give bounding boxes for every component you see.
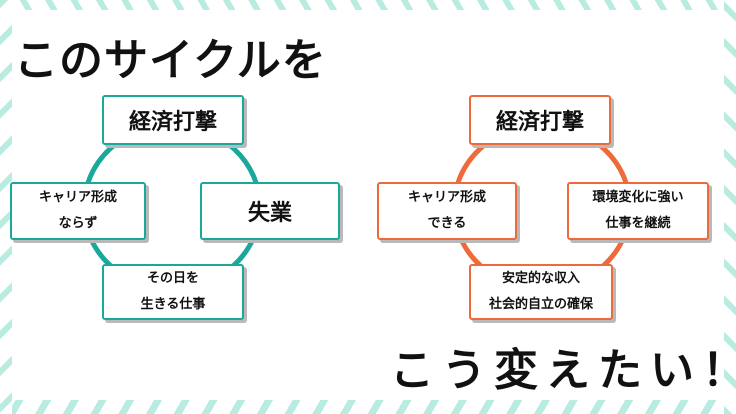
right-cycle-right-line-2: 仕事を継続 (605, 216, 671, 231)
right-cycle-left-line-2: できる (427, 216, 467, 231)
right-cycle-top-label: 経済打撃 (495, 110, 584, 135)
left-cycle-right-label: 失業 (247, 201, 292, 226)
right-cycle-bottom-line-2: 社会的自立の確保 (488, 297, 593, 312)
right-stripe-decoration (724, 0, 736, 414)
left-cycle-bottom-line-1: その日を (146, 271, 199, 286)
right-cycle-top-node: 経済打撃 (469, 95, 611, 145)
left-cycle-bottom-line-2: 生きる仕事 (140, 297, 206, 312)
top-stripe-decoration (0, 0, 736, 10)
bottom-stripe-decoration (0, 400, 736, 414)
headline-top: このサイクルを (14, 35, 327, 86)
left-cycle-left-line-2: ならず (58, 216, 98, 231)
right-cycle-bottom-node: 安定的な収入 社会的自立の確保 (469, 264, 613, 320)
right-cycle-bottom-line-1: 安定的な収入 (501, 271, 580, 286)
left-cycle-left-line-1: キャリア形成 (38, 190, 117, 205)
left-cycle-top-node: 経済打撃 (102, 95, 244, 145)
left-stripe-decoration (0, 0, 12, 414)
left-cycle-left-node: キャリア形成 ならず (10, 182, 146, 240)
headline-bottom: こう変えたい！ (390, 345, 736, 396)
right-cycle-right-node: 環境変化に強い 仕事を継続 (567, 182, 709, 240)
right-cycle-left-line-1: キャリア形成 (407, 190, 486, 205)
left-cycle-right-node: 失業 (200, 182, 340, 240)
right-cycle-left-node: キャリア形成 できる (377, 182, 517, 240)
left-cycle-bottom-node: その日を 生きる仕事 (102, 264, 244, 320)
right-cycle-right-line-1: 環境変化に強い (592, 190, 684, 205)
left-cycle-top-label: 経済打撃 (128, 110, 217, 135)
